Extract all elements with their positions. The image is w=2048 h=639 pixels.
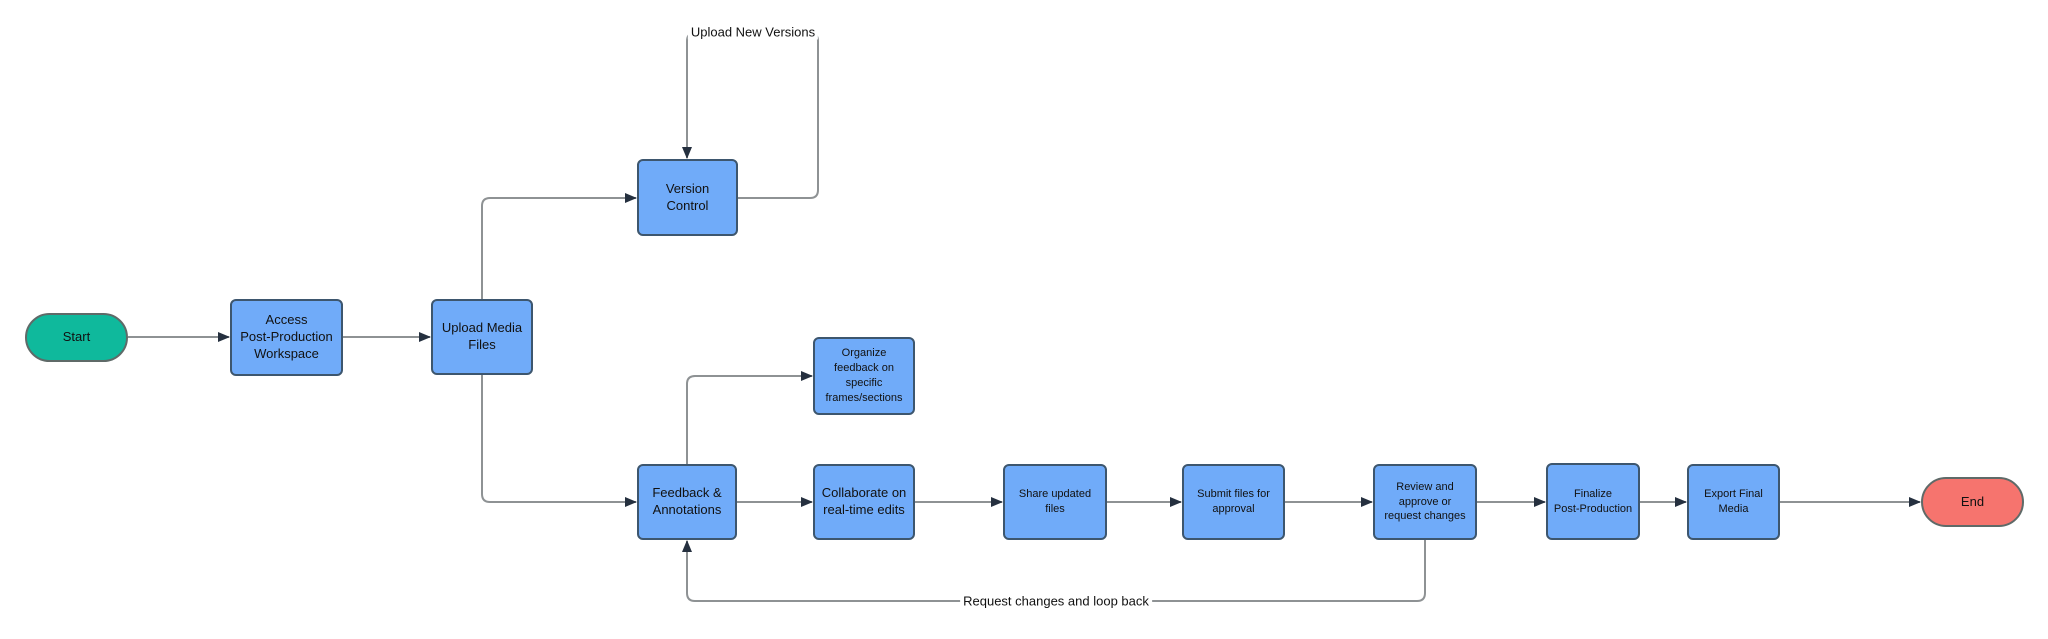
edge-upload-version [481, 193, 637, 299]
node-version-control: Version Control [637, 159, 738, 236]
node-end-label: End [1960, 493, 1985, 509]
edge-label-request-changes-loop: Request changes and loop back [960, 593, 1152, 609]
node-upload-media-files-label: Upload Media Files [441, 320, 523, 352]
node-access-workspace: Access Post-Production Workspace [230, 299, 343, 376]
node-share-updated-files-label: Share updated files [1018, 488, 1092, 515]
node-finalize-post-production-label: Finalize Post-Production [1553, 487, 1633, 515]
node-export-final-media: Export Final Media [1687, 464, 1780, 540]
node-start: Start [25, 313, 128, 362]
edge-label-upload-new-versions: Upload New Versions [687, 24, 819, 40]
node-version-control-label: Version Control [665, 180, 710, 213]
edge-upload-feedback [481, 375, 637, 507]
node-organize-feedback-label: Organize feedback on specific frames/sec… [825, 347, 903, 404]
node-upload-media-files: Upload Media Files [431, 299, 533, 375]
node-collaborate-edits-label: Collaborate on real-time edits [821, 485, 907, 517]
node-submit-for-approval: Submit files for approval [1182, 464, 1285, 540]
node-collaborate-edits: Collaborate on real-time edits [813, 464, 915, 540]
node-share-updated-files: Share updated files [1003, 464, 1107, 540]
edge-review-feedback-loop [682, 540, 1426, 602]
node-start-label: Start [62, 329, 91, 345]
node-end: End [1921, 477, 2024, 527]
node-export-final-media-label: Export Final Media [1704, 488, 1763, 515]
node-feedback-annotations: Feedback & Annotations [637, 464, 737, 540]
node-access-workspace-label: Access Post-Production Workspace [240, 312, 333, 361]
node-finalize-post-production: Finalize Post-Production [1546, 463, 1640, 540]
node-feedback-annotations-label: Feedback & Annotations [652, 485, 722, 517]
edge-feedback-organize [686, 371, 813, 464]
node-review-approve: Review and approve or request changes [1373, 464, 1477, 540]
node-organize-feedback: Organize feedback on specific frames/sec… [813, 337, 915, 415]
node-submit-for-approval-label: Submit files for approval [1197, 488, 1270, 515]
node-review-approve-label: Review and approve or request changes [1384, 480, 1466, 523]
